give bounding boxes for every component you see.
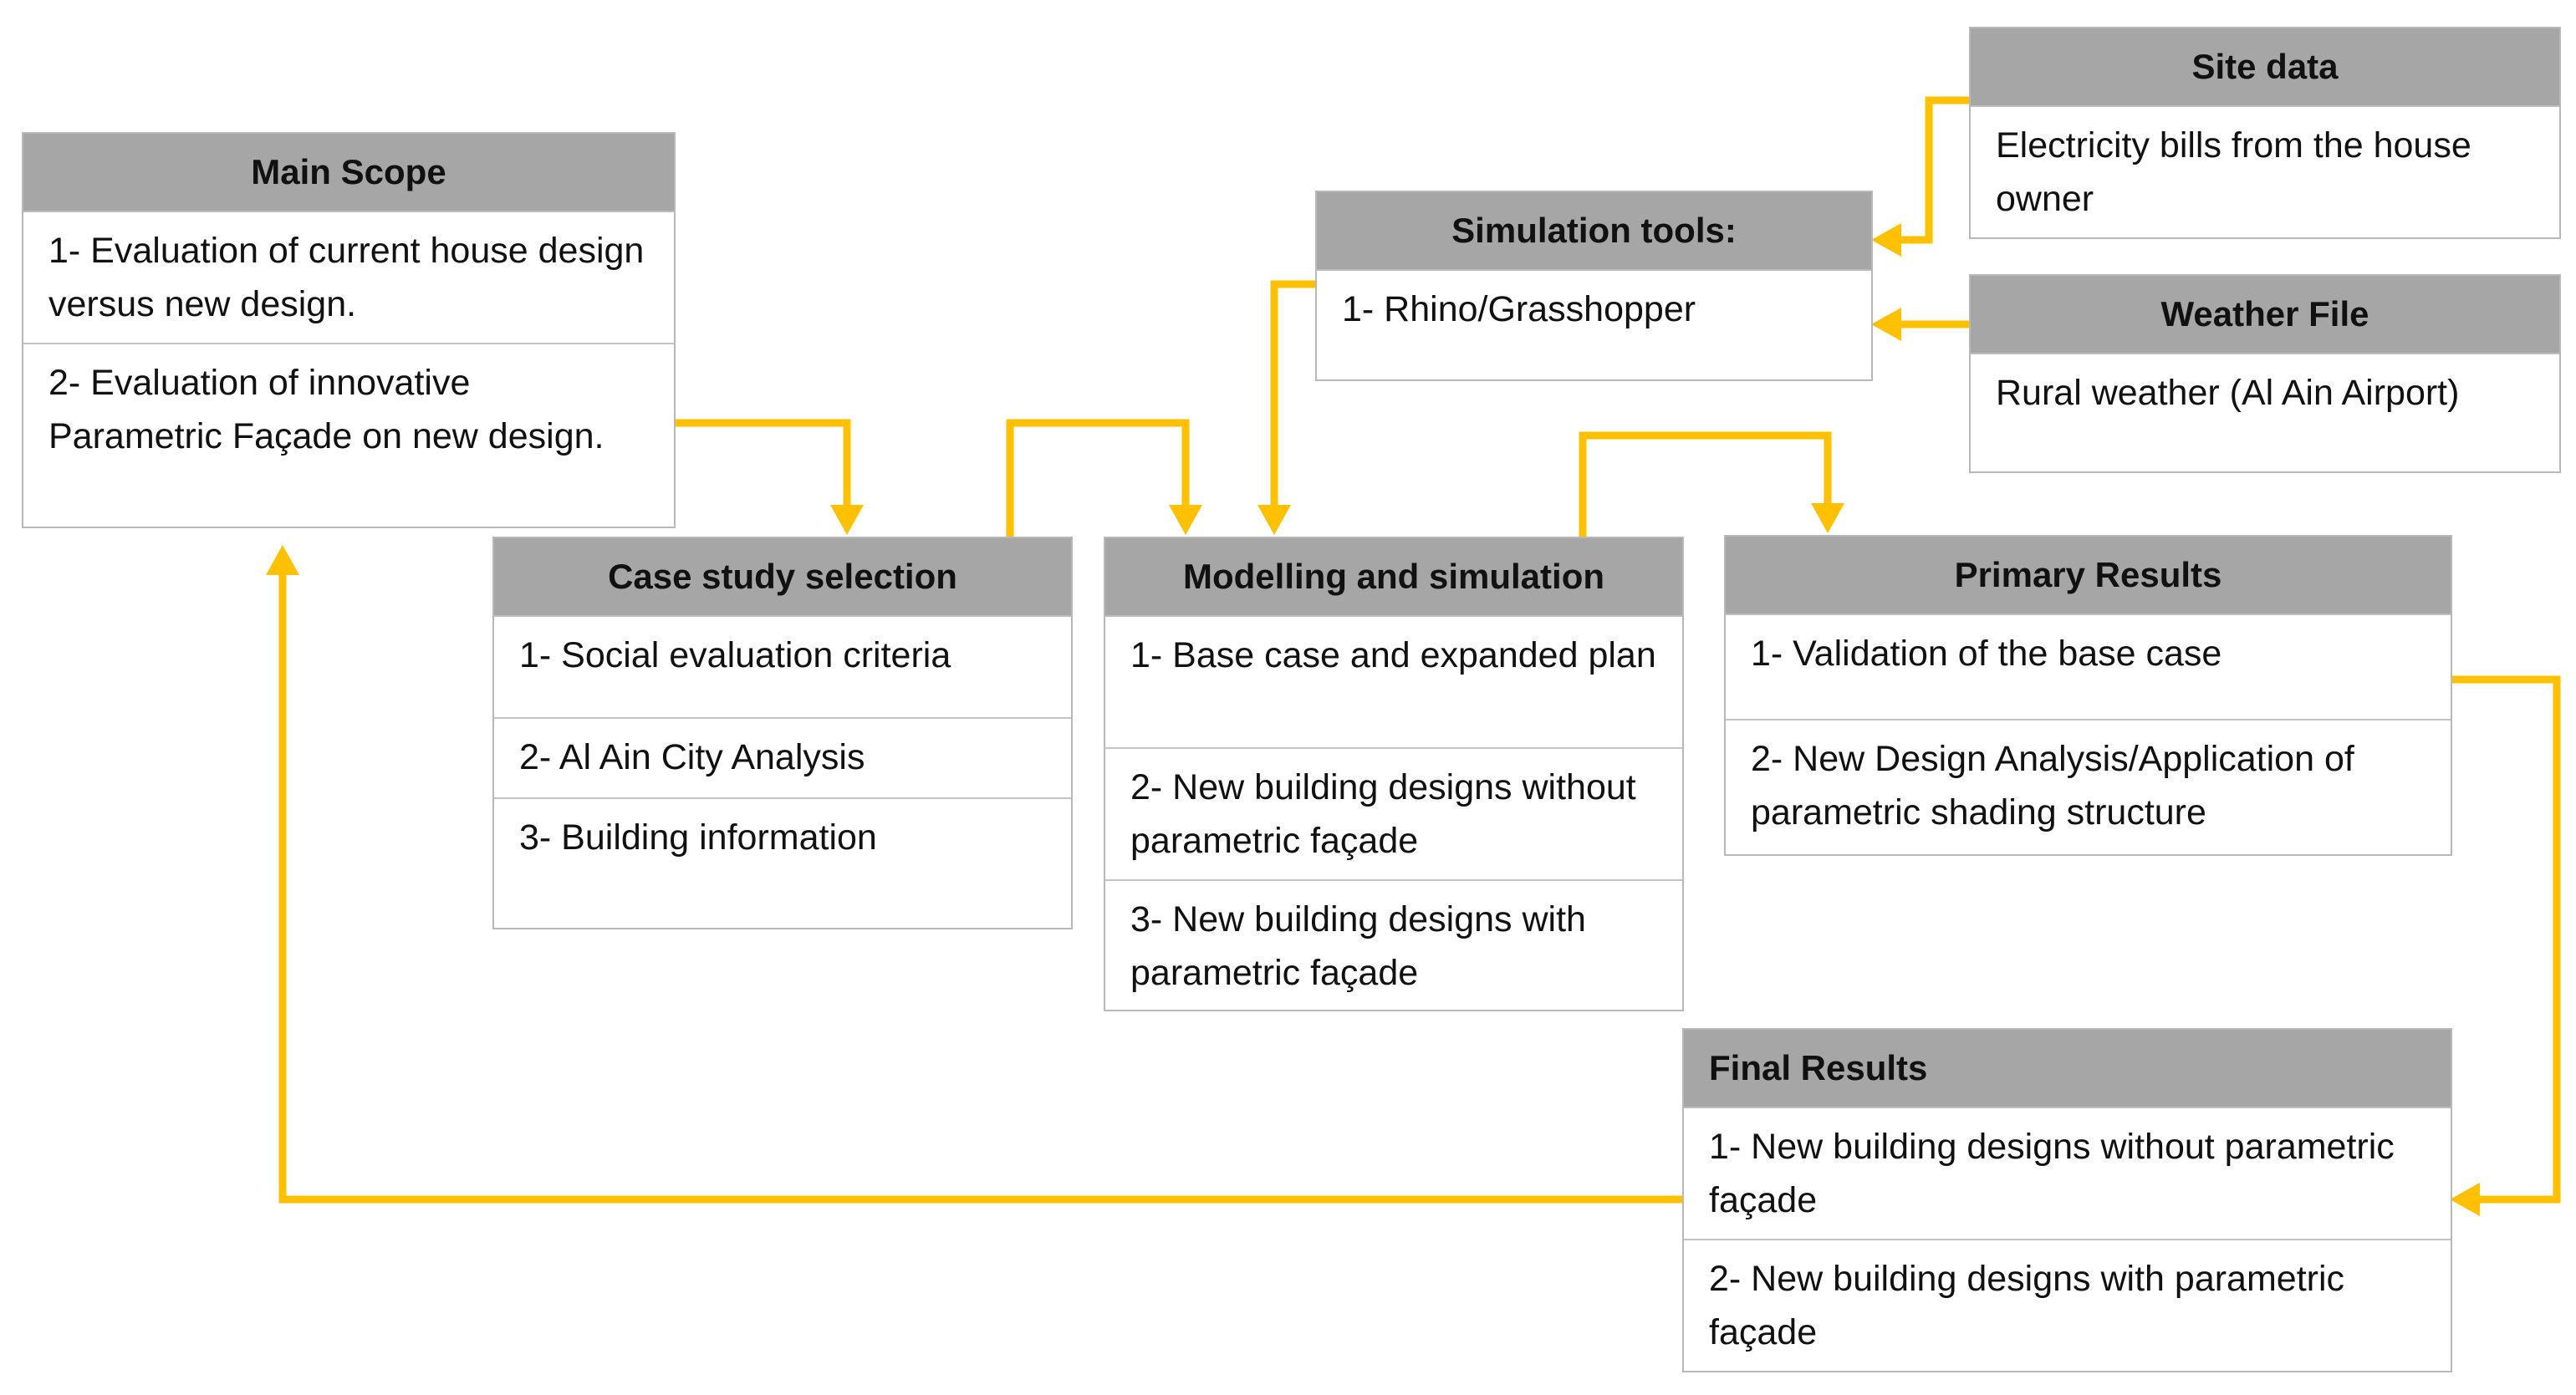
simulation-tools-box: Simulation tools: 1- Rhino/Grasshopper xyxy=(1315,191,1873,381)
arrow-head xyxy=(1257,505,1291,535)
final-results-item-1: 1- New building designs without parametr… xyxy=(1684,1108,2451,1240)
arrow-head xyxy=(1871,223,1901,257)
modelling-item-2: 2- New building designs without parametr… xyxy=(1105,749,1682,881)
arrow-simulation-tools-to-modelling xyxy=(1270,280,1315,508)
arrow-case-study-to-modelling xyxy=(1006,419,1190,537)
case-study-item-2: 2- Al Ain City Analysis xyxy=(494,719,1071,799)
case-study-selection-title: Case study selection xyxy=(494,538,1071,617)
site-data-item-1: Electricity bills from the house owner xyxy=(1996,125,2471,219)
modelling-simulation-title: Modelling and simulation xyxy=(1105,538,1682,617)
primary-results-item-1: 1- Validation of the base case xyxy=(1726,615,2451,720)
main-scope-title: Main Scope xyxy=(23,134,674,212)
arrow-head xyxy=(830,505,864,535)
arrow-head xyxy=(266,545,299,575)
main-scope-item-2: 2- Evaluation of innovative Parametric F… xyxy=(48,363,604,456)
modelling-item-1: 1- Base case and expanded plan xyxy=(1105,617,1682,749)
arrow-modelling-to-primary-results xyxy=(1579,431,1832,537)
final-results-title: Final Results xyxy=(1684,1030,2451,1108)
modelling-item-3: 3- New building designs with parametric … xyxy=(1130,899,1586,993)
case-study-item-1: 1- Social evaluation criteria xyxy=(494,617,1071,719)
modelling-simulation-box: Modelling and simulation 1- Base case an… xyxy=(1104,537,1684,1011)
final-results-box: Final Results 1- New building designs wi… xyxy=(1682,1028,2452,1372)
arrow-site-data-to-simulation-tools xyxy=(1898,96,1969,244)
arrow-head xyxy=(1811,503,1844,533)
case-study-item-3: 3- Building information xyxy=(519,817,877,858)
weather-file-title: Weather File xyxy=(1971,276,2559,354)
main-scope-item-1: 1- Evaluation of current house design ve… xyxy=(23,212,674,344)
primary-results-item-2: 2- New Design Analysis/Application of pa… xyxy=(1751,739,2354,832)
simulation-tools-item-1: 1- Rhino/Grasshopper xyxy=(1342,289,1696,329)
arrow-head xyxy=(1169,505,1202,535)
arrow-main-scope-to-case-study xyxy=(676,419,851,508)
weather-file-box: Weather File Rural weather (Al Ain Airpo… xyxy=(1969,274,2561,473)
primary-results-title: Primary Results xyxy=(1726,537,2451,615)
case-study-selection-box: Case study selection 1- Social evaluatio… xyxy=(492,537,1073,929)
arrow-head xyxy=(2450,1183,2480,1216)
arrow-head xyxy=(1871,308,1901,341)
simulation-tools-title: Simulation tools: xyxy=(1317,192,1871,271)
arrow-primary-to-final-results xyxy=(2449,675,2561,1204)
main-scope-box: Main Scope 1- Evaluation of current hous… xyxy=(22,132,676,528)
site-data-box: Site data Electricity bills from the hou… xyxy=(1969,27,2561,239)
final-results-item-2: 2- New building designs with parametric … xyxy=(1709,1259,2345,1352)
site-data-title: Site data xyxy=(1971,28,2559,107)
primary-results-box: Primary Results 1- Validation of the bas… xyxy=(1724,535,2452,856)
weather-file-item-1: Rural weather (Al Ain Airport) xyxy=(1996,373,2460,413)
